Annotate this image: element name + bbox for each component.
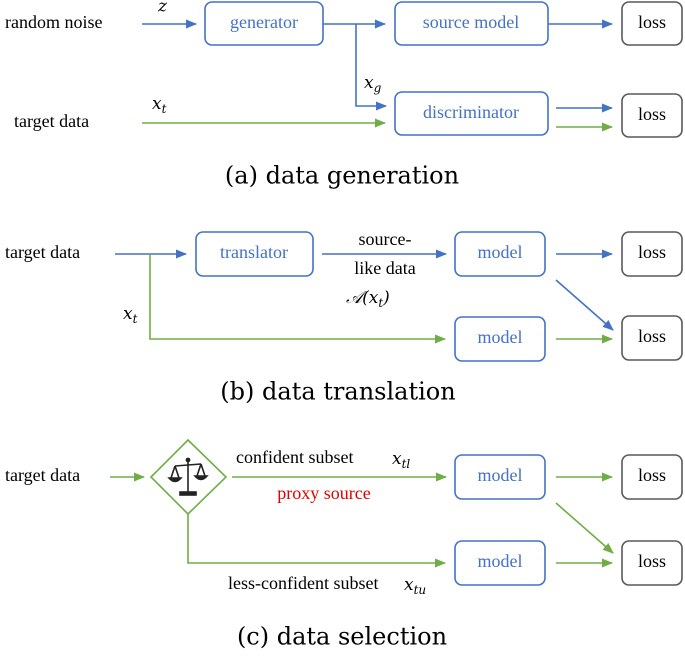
- model-box-c-bottom: [454, 540, 546, 586]
- source-model-label: source model: [423, 12, 519, 32]
- loss-box-c-bottom: [621, 540, 683, 586]
- arrow-generator-to-discriminator: [355, 24, 388, 111]
- loss-box-b-top: [621, 231, 683, 277]
- generator-label: generator: [230, 12, 298, 32]
- xtu-label: xtu: [404, 575, 426, 597]
- proxy-source-label: proxy source: [277, 483, 370, 503]
- loss-label-b-bottom: loss: [638, 326, 666, 346]
- loss-label-a-top: loss: [638, 12, 666, 32]
- scales-icon: [167, 457, 209, 496]
- model-box-c-top: [454, 454, 546, 500]
- arrow-selector-to-model-c-bottom: [187, 514, 447, 568]
- model-label-c-bottom: model: [478, 551, 523, 571]
- translator-box: [195, 231, 314, 277]
- z-label: z: [157, 0, 168, 17]
- loss-label-b-top: loss: [638, 242, 666, 262]
- caption-b: (b) data translation: [220, 378, 455, 406]
- target-data-label-b: target data: [5, 242, 80, 262]
- target-data-label-a: target data: [14, 111, 89, 131]
- panel-data-selection: target data confident subset xtl proxy s…: [5, 438, 683, 651]
- caption-a: (a) data generation: [225, 162, 459, 190]
- loss-box-b-bottom: [621, 315, 683, 361]
- model-label-c-top: model: [478, 465, 523, 485]
- source-like-label-line2: like data: [354, 258, 415, 278]
- loss-label-a-bottom: loss: [638, 104, 666, 124]
- xg-label: xg: [364, 73, 382, 95]
- confident-subset-label: confident subset: [236, 447, 353, 467]
- arrow-model-to-loss-b-diagonal: [555, 279, 614, 331]
- loss-box-a-top: [621, 1, 683, 46]
- panel-data-translation: target data translator source- like data…: [5, 229, 683, 406]
- model-label-b-bottom: model: [478, 327, 523, 347]
- translator-label: translator: [220, 242, 288, 262]
- model-label-b-top: model: [478, 242, 523, 262]
- discriminator-label: discriminator: [423, 102, 519, 122]
- source-like-label-line1: source-: [359, 229, 412, 249]
- xtl-label: xtl: [392, 449, 410, 471]
- arrow-model-to-loss-c-diagonal: [555, 502, 614, 554]
- discriminator-box: [394, 91, 549, 136]
- loss-box-a-bottom: [621, 93, 683, 138]
- panel-data-generation: random noise z generator source model lo…: [5, 0, 683, 190]
- random-noise-label: random noise: [5, 12, 102, 32]
- model-box-b-bottom: [454, 316, 546, 362]
- less-confident-subset-label: less-confident subset: [228, 573, 378, 593]
- model-box-b-top: [454, 231, 546, 277]
- caption-c: (c) data selection: [237, 623, 447, 651]
- translated-data-label: 𝒜(xt): [346, 288, 390, 310]
- xt-label-a: xt: [152, 94, 167, 116]
- loss-label-c-bottom: loss: [638, 551, 666, 571]
- loss-box-c-top: [621, 454, 683, 500]
- xt-label-b: xt: [123, 304, 138, 326]
- arrow-target-to-model-b-bottom: [149, 254, 447, 344]
- target-data-label-c: target data: [5, 465, 80, 485]
- loss-label-c-top: loss: [638, 465, 666, 485]
